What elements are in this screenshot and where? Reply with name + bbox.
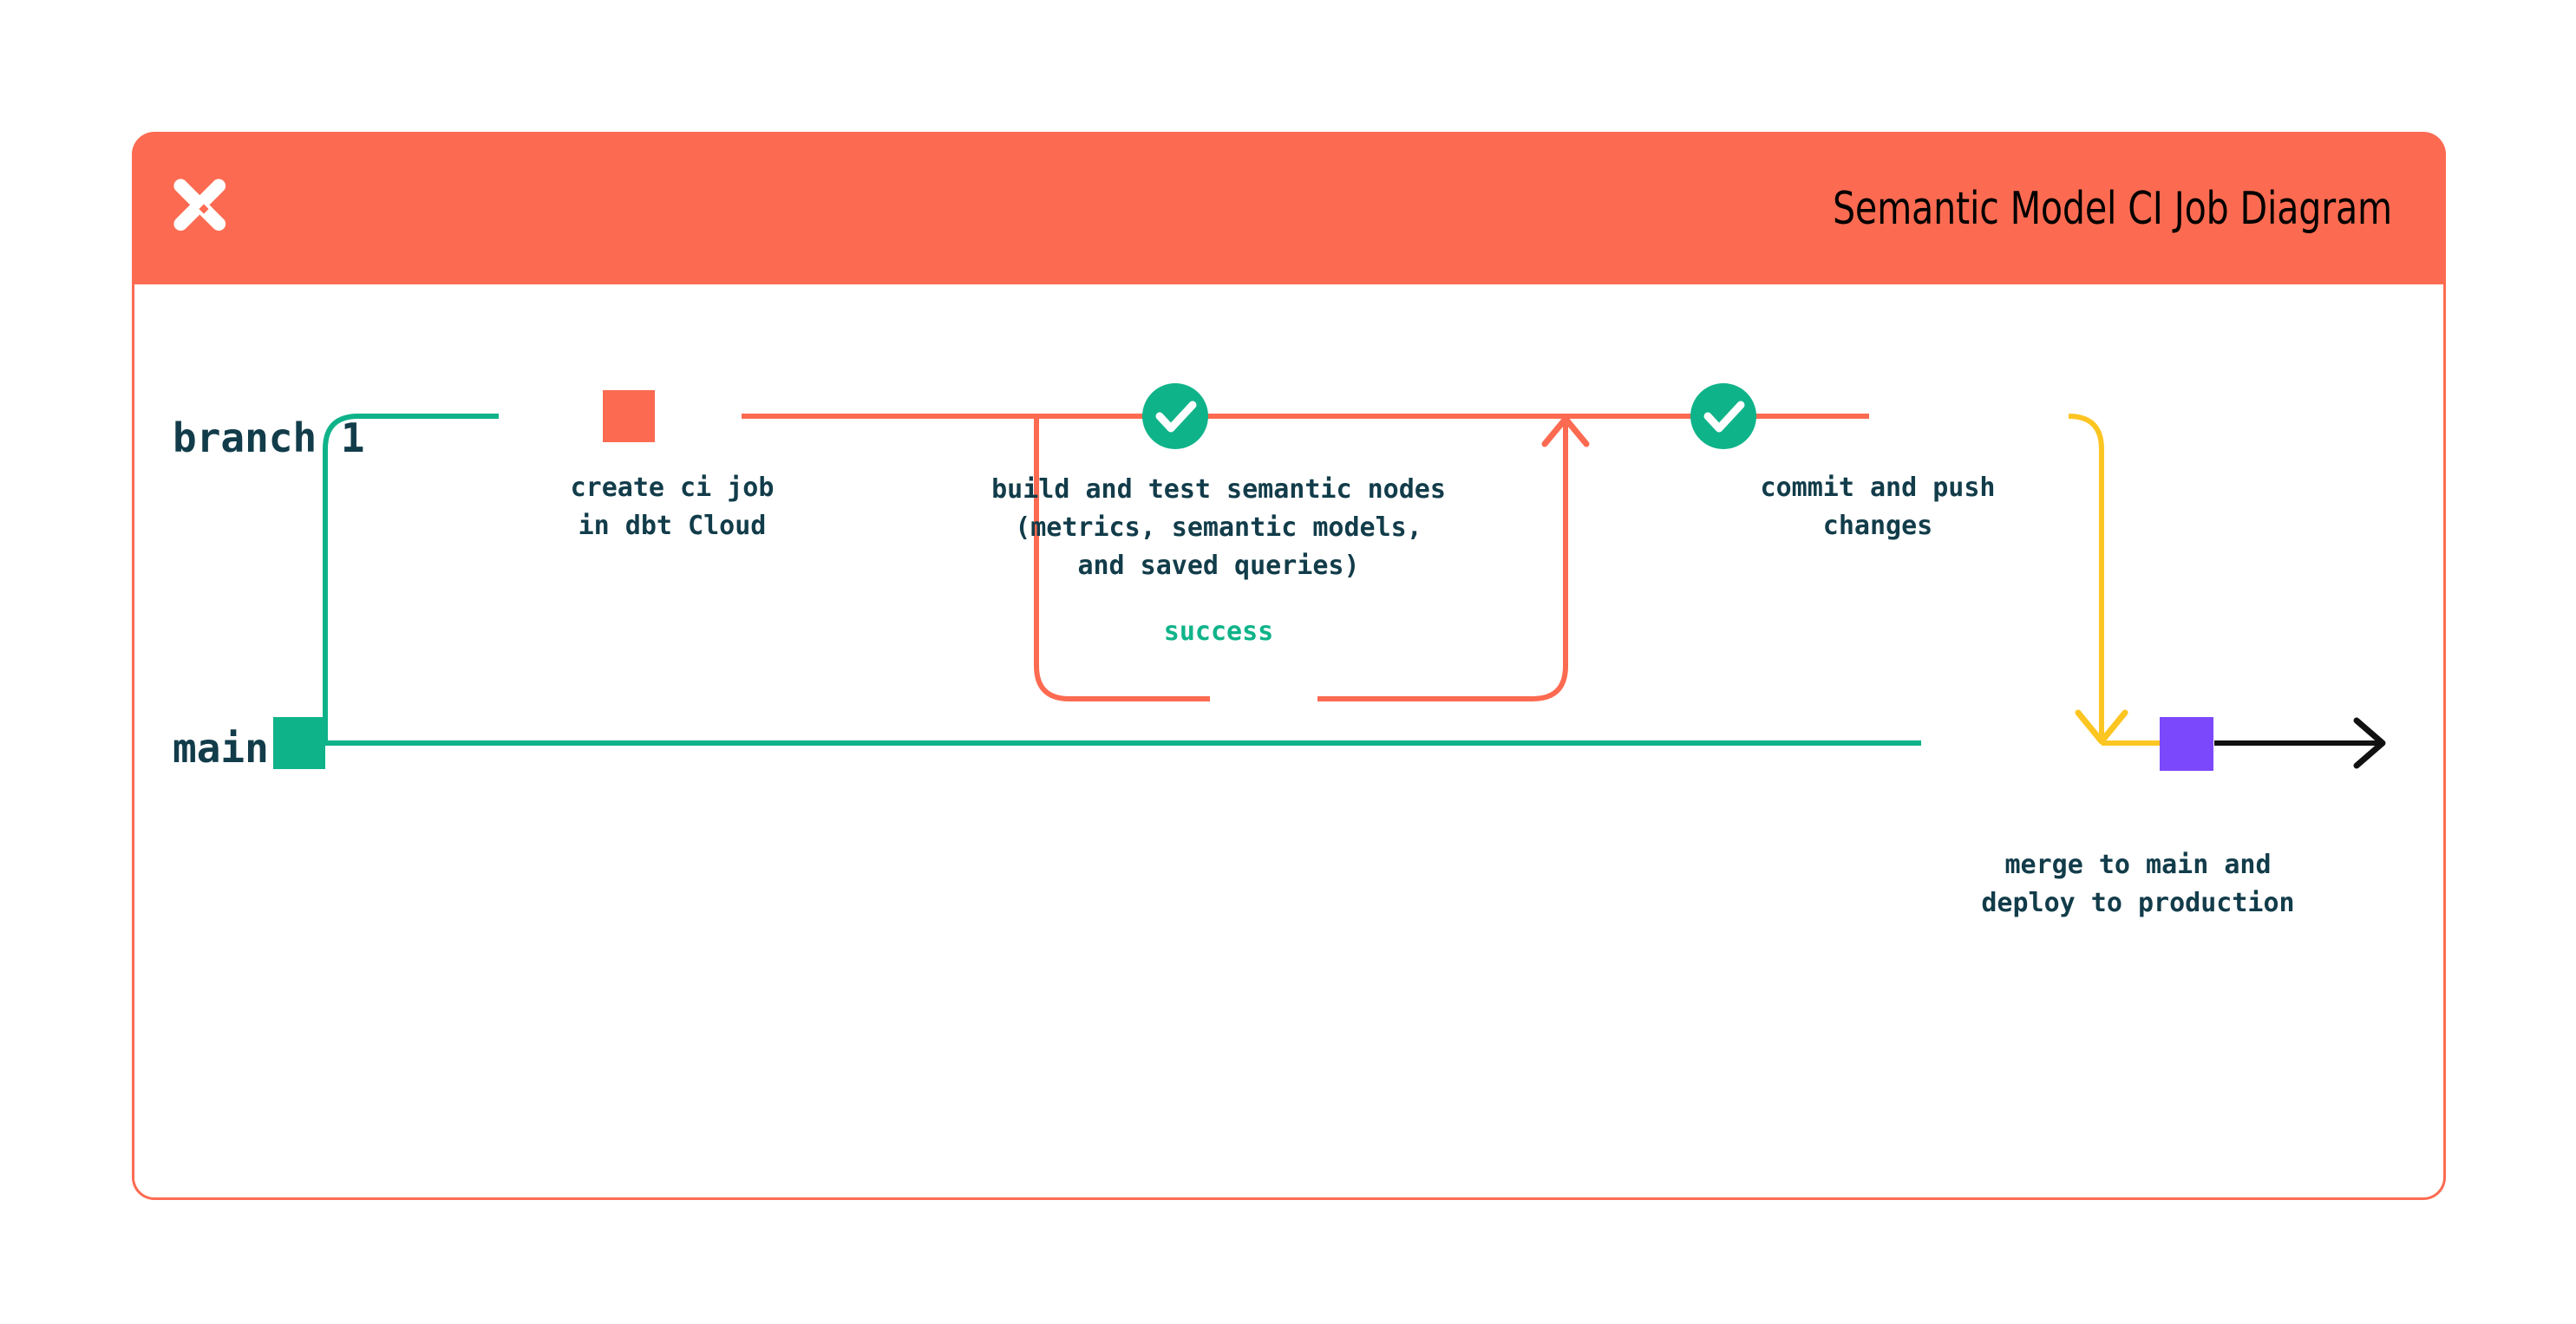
- node-caption-merge-to-main: merge to main and deploy to production: [1981, 850, 2295, 918]
- git-flow-graphic: [273, 383, 2386, 771]
- card-header: Semantic Model CI Job Diagram: [132, 132, 2446, 286]
- commit-marker-merge-to-main[interactable]: [2160, 717, 2213, 771]
- merge-edge-yellow: [2068, 414, 2160, 746]
- card-body: branch 1 main create ci job in dbt Cloud…: [132, 284, 2446, 1200]
- lane-label-main: main: [173, 725, 269, 772]
- success-loop-edge: [1034, 415, 1590, 701]
- dbt-logo-icon: [173, 179, 226, 232]
- node-caption-commit-and-push: commit and push changes: [1760, 473, 1996, 541]
- node-caption-build-and-test: build and test semantic nodes (metrics, …: [991, 474, 1446, 581]
- page-title: Semantic Model CI Job Diagram: [1832, 183, 2392, 235]
- diagram-card: Semantic Model CI Job Diagram: [132, 132, 2446, 1200]
- main-continues-arrow: [2214, 717, 2386, 769]
- commit-marker-build-and-test[interactable]: [1142, 383, 1208, 449]
- commit-marker-create-ci-job[interactable]: [603, 390, 655, 442]
- lane-label-branch1: branch 1: [173, 414, 365, 461]
- commit-marker-commit-and-push[interactable]: [1690, 383, 1756, 449]
- edge-label-success: success: [1123, 616, 1314, 647]
- node-caption-create-ci-job: create ci job in dbt Cloud: [570, 473, 775, 541]
- branch1-lane-line: [323, 414, 2069, 743]
- commit-marker-main-head[interactable]: [273, 717, 325, 769]
